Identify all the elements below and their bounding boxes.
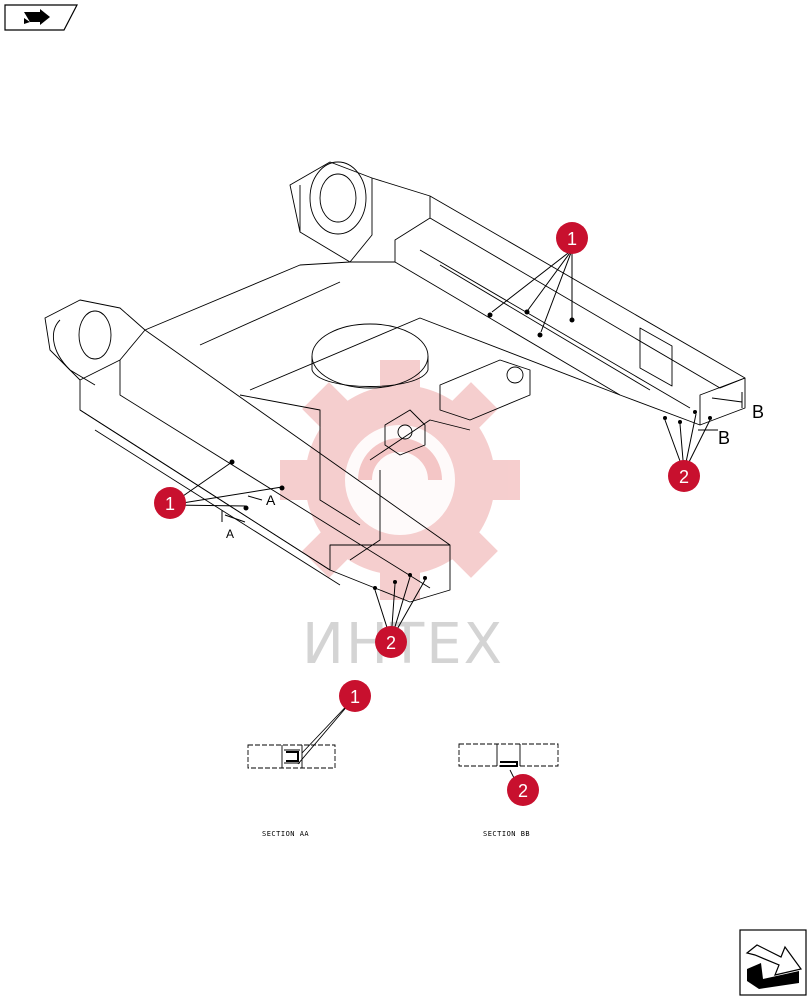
next-page-arrow-icon[interactable]: [739, 929, 807, 996]
svg-text:2: 2: [518, 781, 528, 801]
section-aa-label: SECTION AA: [262, 830, 310, 838]
callout-1-left: 1: [154, 487, 186, 519]
section-bb-label: SECTION BB: [483, 830, 531, 838]
callout-2-right: 2: [668, 460, 700, 492]
callout-2-section: 2: [507, 774, 539, 806]
section-marker-b-bottom: B: [718, 428, 730, 448]
section-marker-a-small: A: [266, 492, 276, 508]
svg-text:2: 2: [679, 467, 689, 487]
svg-text:1: 1: [165, 494, 175, 514]
svg-text:2: 2: [386, 633, 396, 653]
svg-text:1: 1: [567, 229, 577, 249]
callout-1-top: 1: [556, 222, 588, 254]
section-marker-b-top: B: [752, 402, 764, 422]
svg-text:1: 1: [350, 687, 360, 707]
watermark-gear-logo: [280, 360, 520, 600]
book-arrow-icon[interactable]: [4, 4, 78, 31]
callout-2-bottom: 2: [375, 626, 407, 658]
section-marker-a: A: [226, 527, 234, 541]
callout-1-section: 1: [339, 680, 371, 712]
